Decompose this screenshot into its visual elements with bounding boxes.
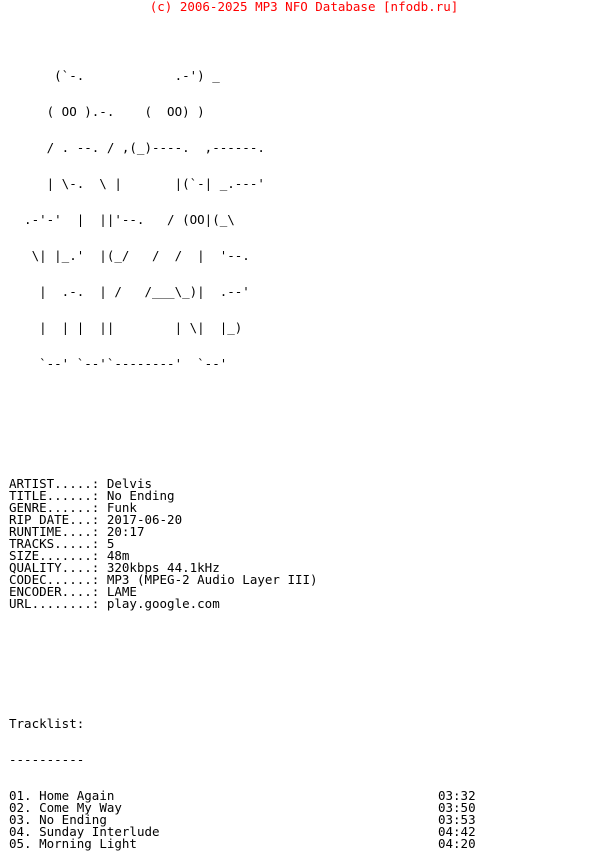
track-padding bbox=[137, 836, 438, 851]
ascii-art-line: \| |_.' |(_/ / / | '--. bbox=[9, 248, 250, 263]
ascii-art-logo: (`-. .-') _ ( OO ).-. ( OO) ) / . --. / … bbox=[9, 46, 476, 394]
track-number: 05. bbox=[9, 836, 32, 851]
ascii-art-line: | .-. | / /___\_)| .--' bbox=[9, 284, 250, 299]
tracklist: Tracklist: ---------- 01. Home Again 03:… bbox=[9, 694, 476, 864]
ascii-art-line: | | | || | \| |_) bbox=[9, 320, 243, 335]
info-value: MP3 (MPEG-2 Audio Layer III) bbox=[106, 572, 318, 587]
ascii-art-line: | \-. \ | |(`-| _.---' bbox=[9, 176, 265, 191]
info-value: play.google.com bbox=[106, 596, 220, 611]
ascii-art-line: (`-. .-') _ bbox=[9, 68, 220, 83]
track-row: 05. Morning Light 04:20 bbox=[9, 836, 476, 851]
track-duration: 04:20 bbox=[437, 836, 476, 851]
ascii-art-line: ( OO ).-. ( OO) ) bbox=[9, 104, 205, 119]
site-header: (c) 2006-2025 MP3 NFO Database [nfodb.ru… bbox=[149, 0, 459, 14]
ascii-art-line: / . --. / ,(_)----. ,------. bbox=[9, 140, 265, 155]
info-label: URL........: bbox=[9, 596, 100, 611]
ascii-art-line: `--' `--'`--------' `--' bbox=[9, 356, 228, 371]
nfo-document: (`-. .-') _ ( OO ).-. ( OO) ) / . --. / … bbox=[9, 22, 476, 864]
info-row: URL........: play.google.com bbox=[9, 596, 476, 611]
tracklist-rule: ---------- bbox=[9, 752, 85, 767]
tracklist-heading: Tracklist: bbox=[9, 716, 85, 731]
ascii-art-line: .-'-' | ||'--. / (OO|(_\ bbox=[9, 212, 235, 227]
track-title: Morning Light bbox=[39, 836, 137, 851]
